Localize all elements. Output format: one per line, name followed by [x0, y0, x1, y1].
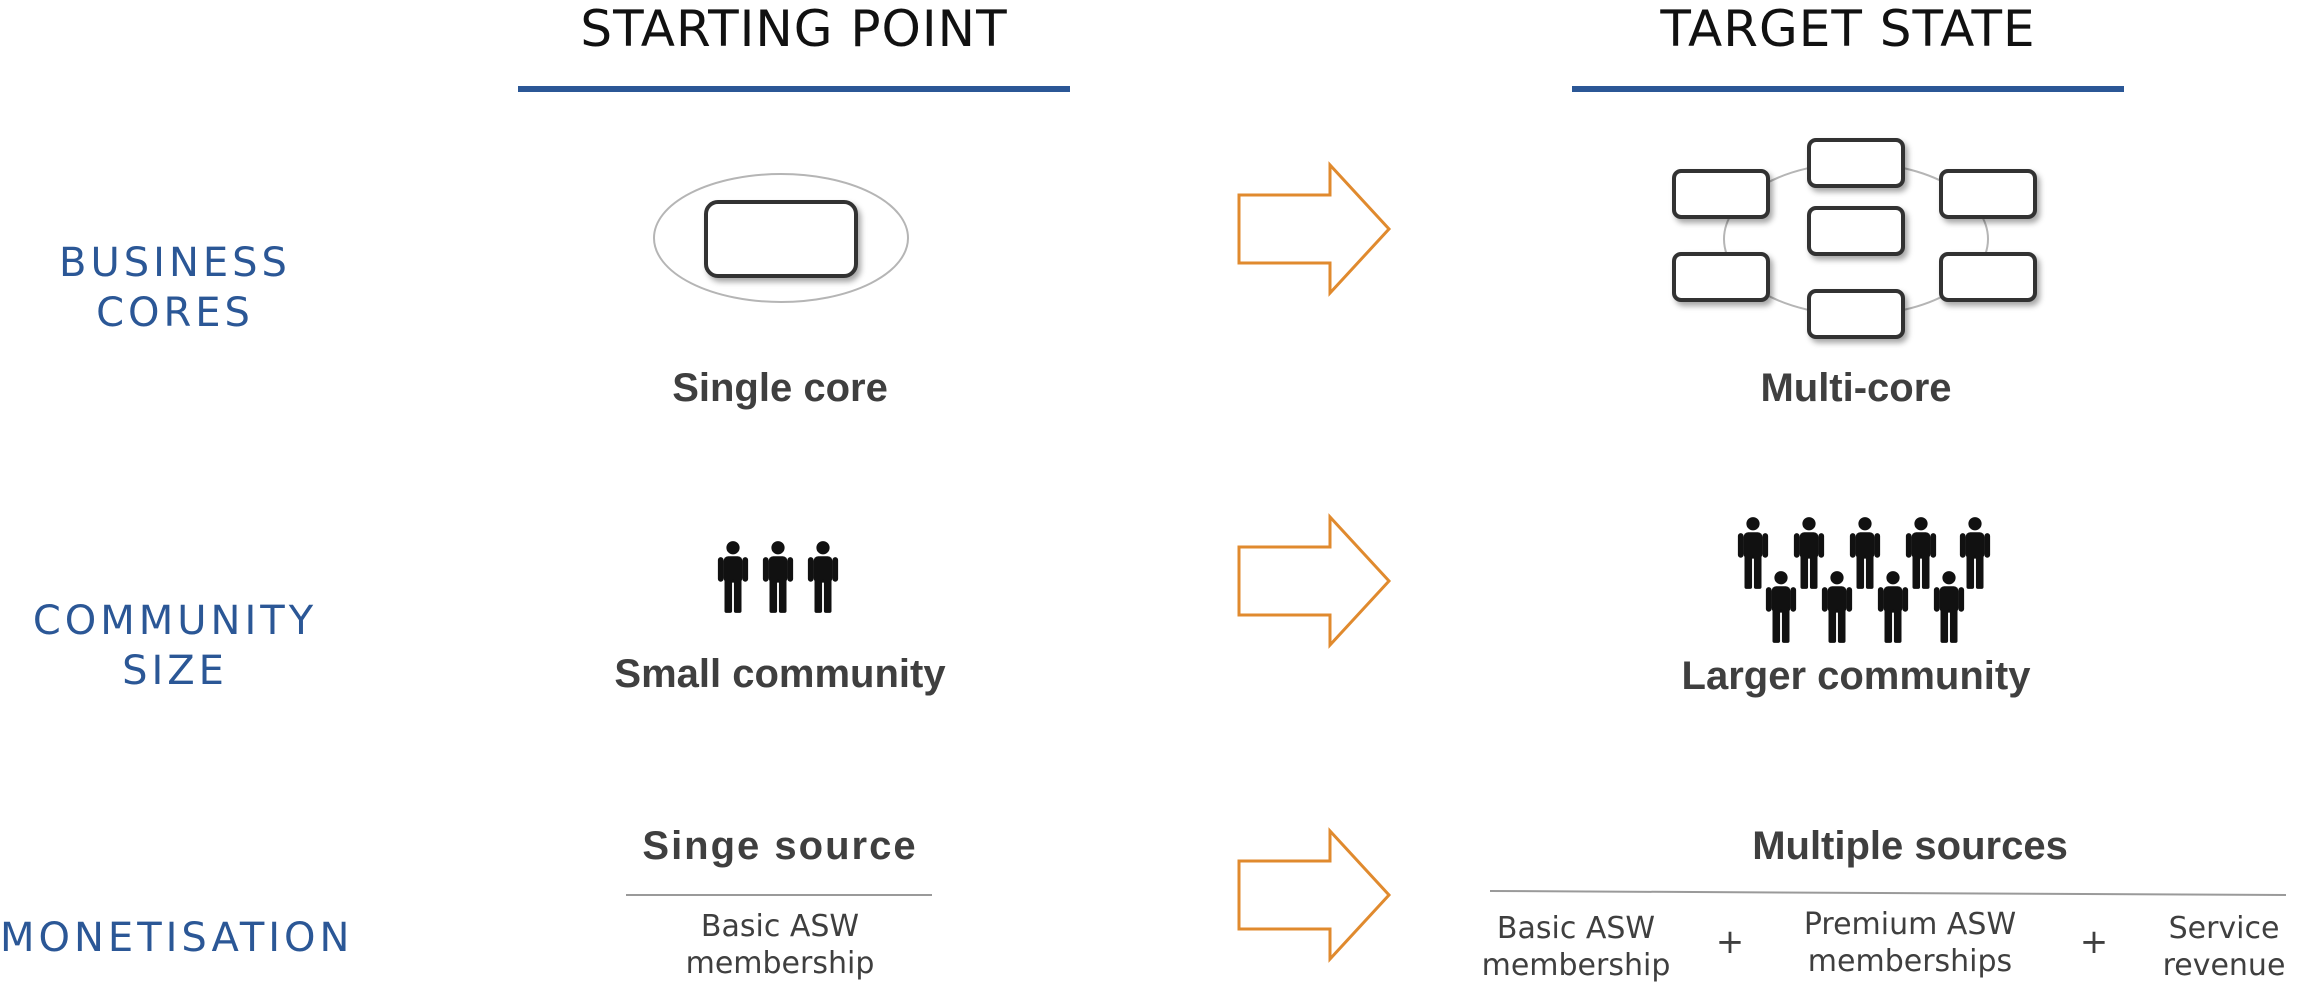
source-line: memberships: [1807, 944, 2013, 979]
core-box: [1807, 289, 1905, 339]
person-icon: [1820, 570, 1854, 644]
core-box: [704, 200, 858, 278]
row-label-business-cores: BUSINESS CORES: [30, 238, 320, 338]
target-state-heading: TARGET STATE: [1660, 0, 2036, 58]
source-line: membership: [1481, 948, 1671, 983]
source-line: Service: [2168, 911, 2280, 946]
arrow-icon: [1237, 161, 1392, 297]
person-icon: [1932, 570, 1966, 644]
core-box: [1807, 138, 1905, 188]
single-source-caption: Singe source: [642, 824, 918, 868]
plus-sign: +: [2079, 922, 2109, 962]
multiple-sources-rule: [1489, 890, 2287, 896]
row-label-line: BUSINESS: [59, 240, 291, 286]
starting-point-rule: [518, 86, 1070, 92]
row-label-line: COMMUNITY: [32, 598, 318, 644]
row-label-line: SIZE: [122, 648, 228, 694]
source-line: Premium ASW: [1803, 907, 2017, 942]
row-label-line: MONETISATION: [0, 915, 354, 961]
source-line: Basic ASW: [1496, 911, 1656, 946]
person-icon: [1764, 570, 1798, 644]
larger-community-icon-group: [1736, 516, 1992, 644]
person-icon: [716, 540, 750, 614]
core-box: [1939, 252, 2037, 302]
core-box: [1672, 252, 1770, 302]
multi-core-caption: Multi-core: [1760, 366, 1952, 410]
basic-membership-source: Basic ASW membership: [630, 908, 930, 982]
person-icon: [1876, 570, 1910, 644]
premium-memberships-source: Premium ASW memberships: [1770, 906, 2050, 980]
source-line: Basic ASW: [700, 909, 860, 944]
basic-membership-source: Basic ASW membership: [1456, 910, 1696, 984]
core-box: [1939, 169, 2037, 219]
larger-community-caption: Larger community: [1681, 654, 2031, 698]
arrow-icon: [1237, 827, 1392, 963]
multiple-sources-caption: Multiple sources: [1752, 824, 2068, 868]
single-core-caption: Single core: [672, 366, 888, 410]
arrow-icon: [1237, 513, 1392, 649]
service-revenue-source: Service revenue: [2146, 910, 2302, 984]
person-icon: [806, 540, 840, 614]
core-box: [1807, 206, 1905, 256]
core-box: [1672, 169, 1770, 219]
small-community-caption: Small community: [614, 652, 946, 696]
person-icon: [761, 540, 795, 614]
row-label-monetisation: MONETISATION: [0, 913, 350, 963]
multi-core-diagram: [1672, 138, 2037, 339]
single-source-rule: [626, 894, 932, 896]
starting-point-heading: STARTING POINT: [580, 0, 1008, 58]
source-line: membership: [685, 946, 875, 981]
row-label-community-size: COMMUNITY SIZE: [20, 596, 330, 696]
source-line: revenue: [2162, 948, 2286, 983]
core-ring: [653, 173, 909, 303]
small-community-icon-group: [716, 540, 840, 616]
single-core-diagram: [653, 173, 909, 303]
row-label-line: CORES: [96, 290, 254, 336]
plus-sign: +: [1715, 922, 1745, 962]
target-state-rule: [1572, 86, 2124, 92]
